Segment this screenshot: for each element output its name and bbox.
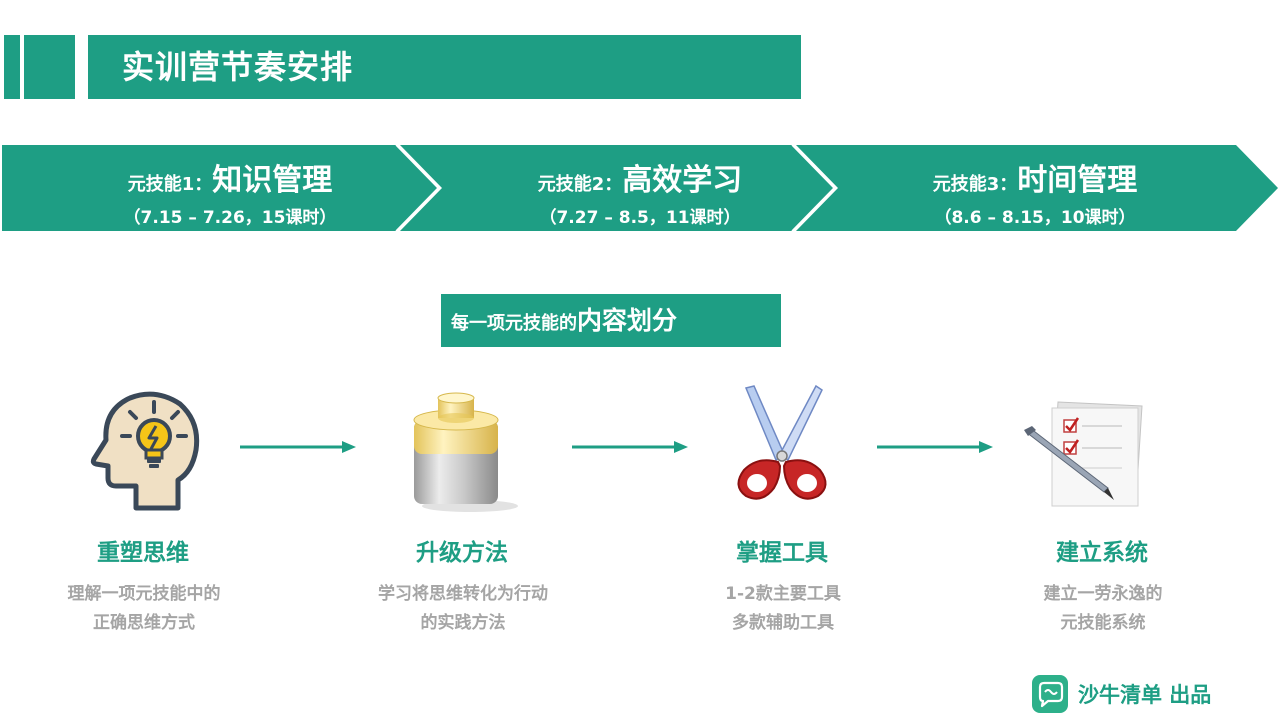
- chevron-shape-3: [796, 145, 1278, 231]
- content-label-big: 内容划分: [577, 306, 678, 335]
- timeline: 元技能1：知识管理 （7.15 – 7.26，15课时） 元技能2：高效学习 （…: [0, 145, 1280, 231]
- scissors-icon: [718, 380, 848, 515]
- chevron-shape-1: [2, 145, 438, 231]
- page-title: 实训营节奏安排: [122, 48, 354, 86]
- step-desc-line: 多款辅助工具: [732, 613, 834, 633]
- header-accent-bar-small: [4, 35, 20, 99]
- content-label-small: 每一项元技能的: [451, 313, 577, 334]
- chevron-divider-2: [791, 145, 836, 231]
- header-accent-bar-medium: [24, 35, 75, 99]
- step-title-tools: 掌握工具: [736, 540, 828, 566]
- step-title-rethink: 重塑思维: [97, 540, 189, 566]
- content-division-label: 每一项元技能的内容划分: [441, 294, 781, 347]
- step-desc-line: 建立一劳永逸的: [1043, 584, 1163, 604]
- step-title-system: 建立系统: [1056, 540, 1148, 566]
- brand-credit: 沙牛清单 出品: [1078, 683, 1212, 707]
- stage-period: （7.27 – 8.5，11课时）: [539, 208, 741, 228]
- step-title-method: 升级方法: [416, 540, 508, 566]
- step-desc-line: 理解一项元技能中的: [67, 584, 221, 604]
- checklist-icon: [1022, 380, 1152, 515]
- stage-period: （7.15 – 7.26，15课时）: [123, 208, 337, 228]
- stage-name: 时间管理: [1017, 163, 1138, 198]
- step-desc-line: 正确思维方式: [93, 613, 195, 633]
- timeline-stage-1: 元技能1：知识管理 （7.15 – 7.26，15课时）: [40, 145, 420, 231]
- arrow-right-icon: [572, 441, 688, 453]
- stage-period: （8.6 – 8.15，10课时）: [934, 208, 1136, 228]
- stage-prefix: 元技能3：: [932, 174, 1018, 195]
- stage-prefix: 元技能2：: [537, 174, 623, 195]
- arrow-right-icon: [240, 441, 356, 453]
- chevron-shape-2: [400, 145, 834, 231]
- step-desc-rethink: 理解一项元技能中的 正确思维方式: [29, 580, 259, 638]
- step-desc-tools: 1-2款主要工具 多款辅助工具: [668, 580, 898, 638]
- step-desc-system: 建立一劳永逸的 元技能系统: [988, 580, 1218, 638]
- head-lightbulb-icon: [82, 380, 212, 515]
- timeline-stage-2: 元技能2：高效学习 （7.27 – 8.5，11课时）: [450, 145, 830, 231]
- step-desc-line: 学习将思维转化为行动: [378, 584, 548, 604]
- header-title-bar: [88, 35, 801, 99]
- step-desc-line: 1-2款主要工具: [725, 584, 841, 604]
- step-desc-method: 学习将思维转化为行动 的实践方法: [348, 580, 578, 638]
- chevron-divider-1: [395, 145, 440, 231]
- arrow-right-icon: [877, 441, 993, 453]
- stage-name: 高效学习: [622, 163, 743, 198]
- step-desc-line: 元技能系统: [1060, 613, 1146, 633]
- step-desc-line: 的实践方法: [420, 613, 506, 633]
- timeline-stage-3: 元技能3：时间管理 （8.6 – 8.15，10课时）: [845, 145, 1225, 231]
- battery-icon: [398, 380, 528, 515]
- chat-bubble-logo-icon: [1032, 675, 1068, 713]
- timeline-chevron-shapes: [2, 145, 1278, 231]
- stage-name: 知识管理: [212, 163, 333, 198]
- stage-prefix: 元技能1：: [127, 174, 213, 195]
